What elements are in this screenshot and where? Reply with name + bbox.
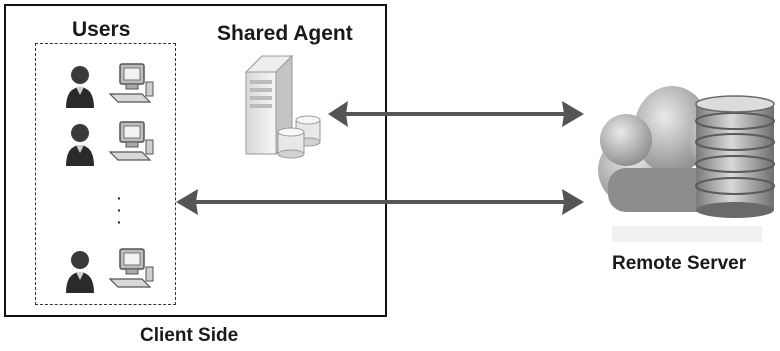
- arrow-agent-to-server: [328, 101, 584, 127]
- users-label: Users: [72, 18, 131, 41]
- computer-icon: [108, 248, 154, 288]
- user-icon: [66, 251, 94, 293]
- computer-icon: [108, 63, 154, 103]
- remote-server-label: Remote Server: [612, 253, 747, 274]
- user-row-1: [66, 63, 154, 108]
- shared-agent-label: Shared Agent: [217, 22, 353, 45]
- cloud-database-icon: [598, 86, 775, 242]
- database-icon: [277, 115, 321, 159]
- server-icon: [244, 54, 321, 159]
- computer-icon: [108, 121, 154, 161]
- user-icon: [66, 124, 94, 166]
- ellipsis-dots: · · ·: [117, 190, 122, 230]
- user-row-2: [66, 121, 154, 166]
- user-row-3: [66, 248, 154, 293]
- arrow-users-to-server: [176, 189, 584, 215]
- client-side-label: Client Side: [140, 325, 239, 346]
- client-side-box: [4, 4, 387, 317]
- users-group-box: [35, 43, 176, 305]
- user-icon: [66, 66, 94, 108]
